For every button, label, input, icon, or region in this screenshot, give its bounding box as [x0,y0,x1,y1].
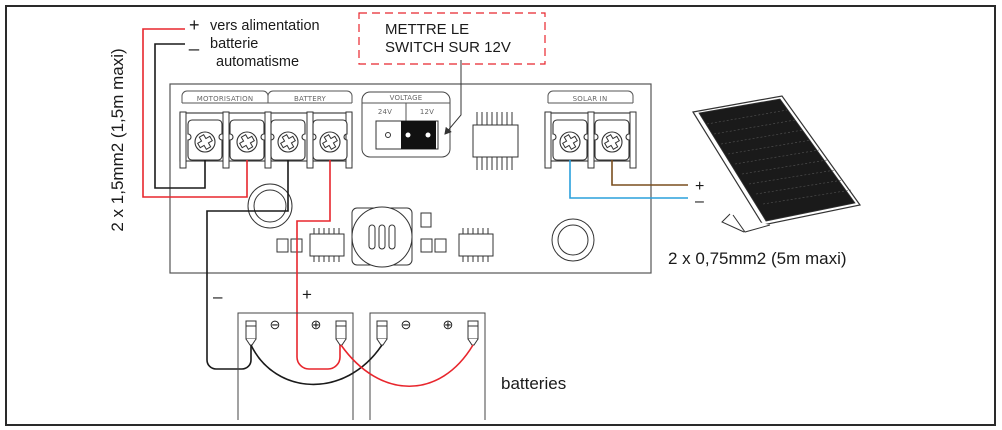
battery-2-minus-symbol: ⊖ [401,317,412,332]
wire-series-negative [250,344,383,386]
screw-battery-pos-icon [312,119,348,161]
solar-minus-sign: – [695,193,704,210]
battery-1-negative-terminal-icon [245,320,257,346]
label-12v: 12V [420,108,434,116]
screw-motor-pos-icon [229,119,265,161]
wire-series-positive [340,344,474,388]
battery-1-positive-terminal-icon [335,320,347,346]
battery-2-plus-symbol: ⊕ [443,317,454,332]
cable-left-label: 2 x 1,5mm2 (1,5m maxi) [108,48,127,231]
label-voltage: VOLTAGE [390,94,423,102]
wire-battery-negative [206,160,289,370]
battery-1-plus-symbol: ⊕ [311,317,322,332]
label-motorisation: MOTORISATION [197,95,254,103]
supply-label-line-2: batterie [210,36,258,52]
note-line-1: METTRE LE [385,21,469,38]
battery-1-minus-symbol: ⊖ [270,317,281,332]
wire-supply-negative [154,43,206,189]
note-arrow-icon [444,60,462,135]
battery-2-positive-terminal-icon [467,320,479,346]
battery-lead-plus: + [302,285,312,304]
wire-solar-positive [611,160,688,186]
solar-cable-label: 2 x 0,75mm2 (5m maxi) [668,249,847,268]
screw-battery-neg-icon [270,119,306,161]
screw-solar-neg-icon [552,119,588,161]
supply-label-line-3: automatisme [216,54,299,70]
terminal-block-main [179,111,353,169]
chip-large-icon [472,112,519,170]
battery-lead-minus: – [213,287,223,306]
screw-solar-pos-icon [594,119,630,161]
board-components [247,183,595,268]
note-box [358,12,546,65]
screw-motor-neg-icon [187,119,223,161]
wire-battery-positive [296,160,341,370]
battery-2-negative-terminal-icon [376,320,388,346]
solar-plus-sign: + [695,178,704,195]
battery-2: ⊖ ⊕ [369,312,486,420]
batteries-label: batteries [501,374,566,393]
supply-plus-sign: + [189,15,200,35]
label-battery: BATTERY [294,95,327,103]
supply-label-line-1: vers alimentation [210,18,320,34]
note-line-2: SWITCH SUR 12V [385,39,511,56]
supply-minus-sign: _ [188,31,200,52]
group-solar-in: SOLAR IN [544,90,637,169]
label-solar-in: SOLAR IN [573,95,608,103]
wire-solar-negative [569,160,688,199]
wire-supply-positive [142,28,248,198]
diagram-frame [5,5,996,426]
battery-1: ⊖ ⊕ [237,312,354,420]
solar-panel-icon [692,95,862,233]
label-24v: 24V [378,108,392,116]
voltage-selector: VOLTAGE 24V 12V [361,91,451,158]
group-battery: BATTERY [267,90,353,103]
